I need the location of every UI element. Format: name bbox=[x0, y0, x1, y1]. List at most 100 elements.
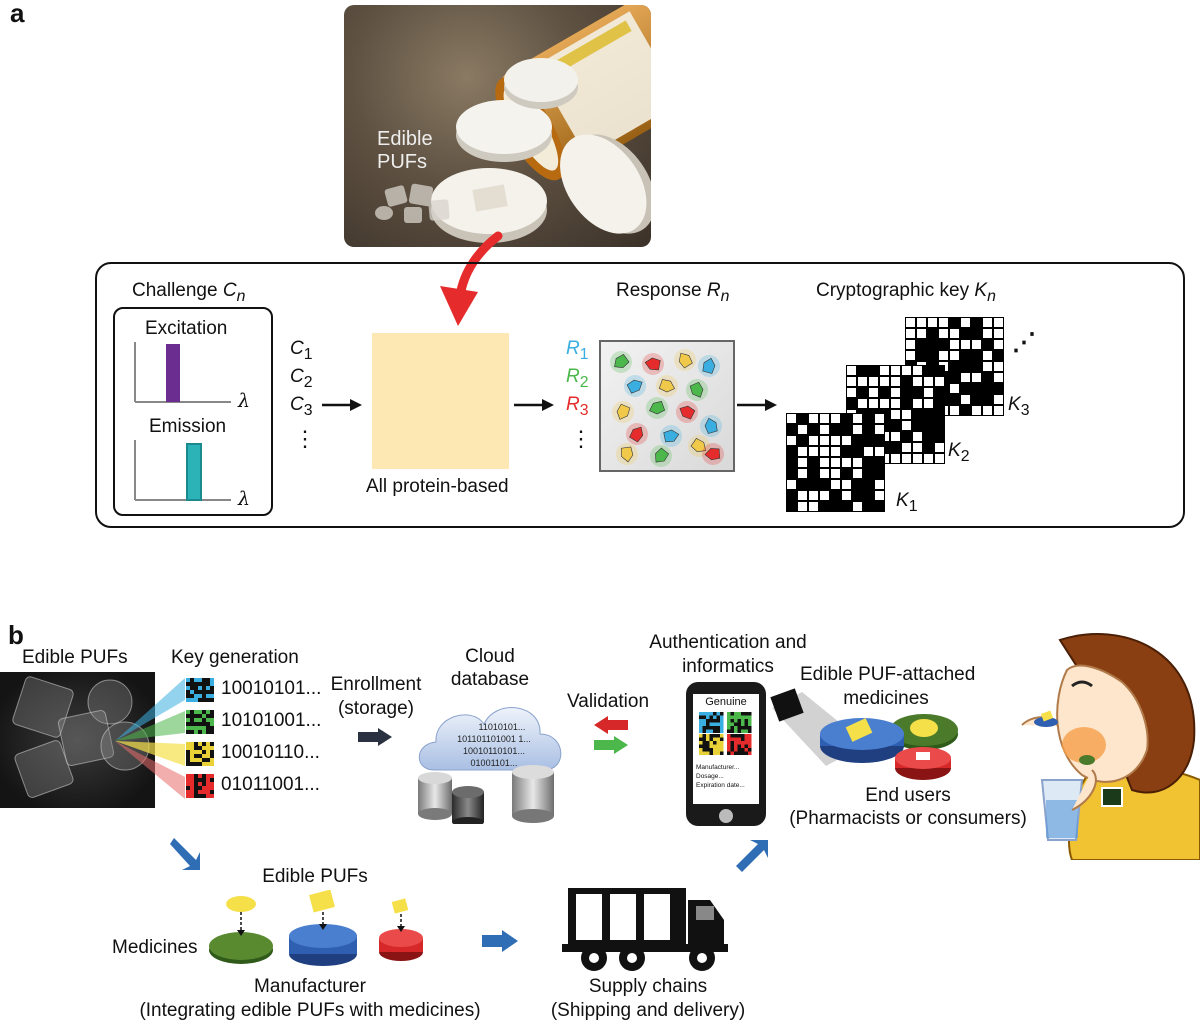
challenge-c2: C2 bbox=[290, 366, 313, 391]
fluorescent-particle bbox=[610, 351, 632, 373]
challenge-c3: C3 bbox=[290, 394, 313, 419]
generated-key-patterns bbox=[186, 678, 214, 798]
red-arrow-left bbox=[594, 716, 628, 734]
pill-bottle-photo bbox=[344, 5, 651, 247]
response-ellipsis: ⋮ bbox=[570, 426, 592, 451]
photo-label-edible: Edible bbox=[377, 128, 433, 150]
end-users-label: End users bbox=[865, 785, 951, 806]
fluorescent-particle bbox=[626, 423, 648, 445]
manufacturer-subtitle: (Integrating edible PUFs with medicines) bbox=[139, 1000, 481, 1021]
panel-label-a: a bbox=[10, 0, 25, 28]
response-r2: R2 bbox=[566, 366, 589, 391]
cryptographic-key-grids bbox=[786, 317, 1004, 512]
blue-arrow-up-right bbox=[736, 840, 768, 872]
code-3: 10010110... bbox=[221, 742, 320, 763]
edible-puf-films bbox=[375, 183, 450, 223]
manufacturer-label: Manufacturer bbox=[254, 976, 366, 997]
mini-key-pattern bbox=[186, 678, 214, 702]
pill-bottle-illustration bbox=[375, 5, 651, 243]
phone-genuine-label: Genuine bbox=[705, 696, 747, 708]
key-k1: K1 bbox=[896, 490, 918, 515]
pill bbox=[560, 134, 647, 234]
informatics-label: informatics bbox=[682, 656, 774, 677]
fluorescent-particle bbox=[702, 443, 724, 465]
fluorescent-particle bbox=[624, 375, 646, 397]
edible-pufs-title: Edible PUFs bbox=[22, 647, 128, 668]
fluorescent-particle bbox=[616, 443, 638, 465]
end-user-person-illustration bbox=[1021, 633, 1200, 860]
fluorescent-particle bbox=[646, 397, 668, 419]
cloud-code: 10010110101... bbox=[463, 746, 525, 756]
phone-line-expiration: Expiration date... bbox=[696, 782, 745, 789]
database-cylinders bbox=[418, 765, 554, 824]
arrow-right bbox=[322, 399, 362, 411]
blue-medicine bbox=[289, 890, 357, 966]
key-grid-k3 bbox=[905, 317, 1004, 416]
fluorescent-particle bbox=[698, 355, 720, 377]
phone-key-quadrant bbox=[727, 712, 752, 733]
end-users-subtitle: (Pharmacists or consumers) bbox=[789, 808, 1027, 829]
challenge-c1: C1 bbox=[290, 338, 313, 363]
fluorescent-particle bbox=[688, 435, 710, 457]
medicines-label: Medicines bbox=[112, 937, 198, 958]
key-k2: K2 bbox=[948, 440, 970, 465]
emission-label: Emission bbox=[149, 416, 227, 437]
phone-home-button-icon bbox=[719, 809, 733, 823]
challenge-ellipsis: ⋮ bbox=[294, 426, 316, 451]
cloud-code: 11010101... bbox=[479, 722, 526, 732]
validation-label: Validation bbox=[567, 691, 650, 712]
smartphone: Genuine Manufacturer... Dosage... Expira… bbox=[686, 682, 766, 826]
emission-band bbox=[186, 443, 202, 501]
code-4: 01011001... bbox=[221, 774, 320, 795]
challenge-title: Challenge Cn bbox=[132, 280, 246, 305]
storage-label: (storage) bbox=[337, 698, 415, 719]
blue-arrow-down-right bbox=[170, 838, 200, 870]
panel-a-frame bbox=[95, 262, 1185, 528]
fluorescent-particle bbox=[642, 353, 664, 375]
fluorescent-particle bbox=[656, 375, 678, 397]
protein-square bbox=[372, 333, 509, 469]
fluorescent-particle bbox=[700, 415, 722, 437]
key-k3: K3 bbox=[1008, 394, 1030, 419]
fluorescent-particle bbox=[660, 425, 682, 447]
pill bbox=[504, 58, 578, 102]
puf-attached-medicines bbox=[820, 714, 958, 780]
enrollment-label: Enrollment bbox=[330, 674, 422, 695]
cloud-label: Cloud bbox=[465, 646, 515, 667]
code-2: 10101001... bbox=[221, 710, 322, 731]
phone-key-quadrant bbox=[699, 712, 724, 733]
edible-pufs-label-2: Edible PUFs bbox=[262, 866, 368, 887]
phone-key-quadrant bbox=[699, 734, 724, 755]
code-1: 10010101... bbox=[221, 678, 322, 699]
protein-caption: All protein-based bbox=[366, 476, 509, 497]
cloud-code: 01001101... bbox=[471, 758, 518, 768]
filter-box bbox=[113, 307, 273, 516]
response-title: Response Rn bbox=[616, 280, 730, 305]
arrow-right bbox=[737, 399, 777, 411]
red-curved-arrow bbox=[440, 231, 503, 326]
lambda-label-2: λ bbox=[238, 488, 251, 510]
red-medicine bbox=[379, 898, 423, 961]
authentication-label: Authentication and bbox=[649, 632, 807, 653]
dark-arrow-right bbox=[358, 728, 392, 746]
fluorescent-particle bbox=[674, 349, 696, 371]
delivery-truck-icon bbox=[562, 888, 728, 971]
excitation-spectrum bbox=[134, 342, 231, 403]
fluorescence-response-box bbox=[599, 340, 735, 472]
mini-key-pattern bbox=[186, 742, 214, 766]
attached-medicines-label-2: medicines bbox=[843, 688, 929, 709]
green-medicine bbox=[209, 896, 273, 964]
fluorescent-particle bbox=[650, 445, 672, 467]
manufacturing-medicines bbox=[209, 890, 423, 966]
supply-chains-label: Supply chains bbox=[588, 976, 708, 997]
cloud-database-icon: 11010101... 101101101001 1... 1001011010… bbox=[418, 707, 562, 824]
database-label: database bbox=[450, 669, 530, 690]
light-beams bbox=[115, 678, 185, 799]
key-generation-title: Key generation bbox=[171, 647, 299, 668]
panel-label-b: b bbox=[8, 620, 24, 650]
fluorescent-particle bbox=[612, 401, 634, 423]
key-title: Cryptographic key Kn bbox=[816, 280, 996, 305]
phone-key-pattern bbox=[699, 712, 752, 755]
phone-key-quadrant bbox=[727, 734, 752, 755]
response-r3: R3 bbox=[566, 394, 589, 419]
